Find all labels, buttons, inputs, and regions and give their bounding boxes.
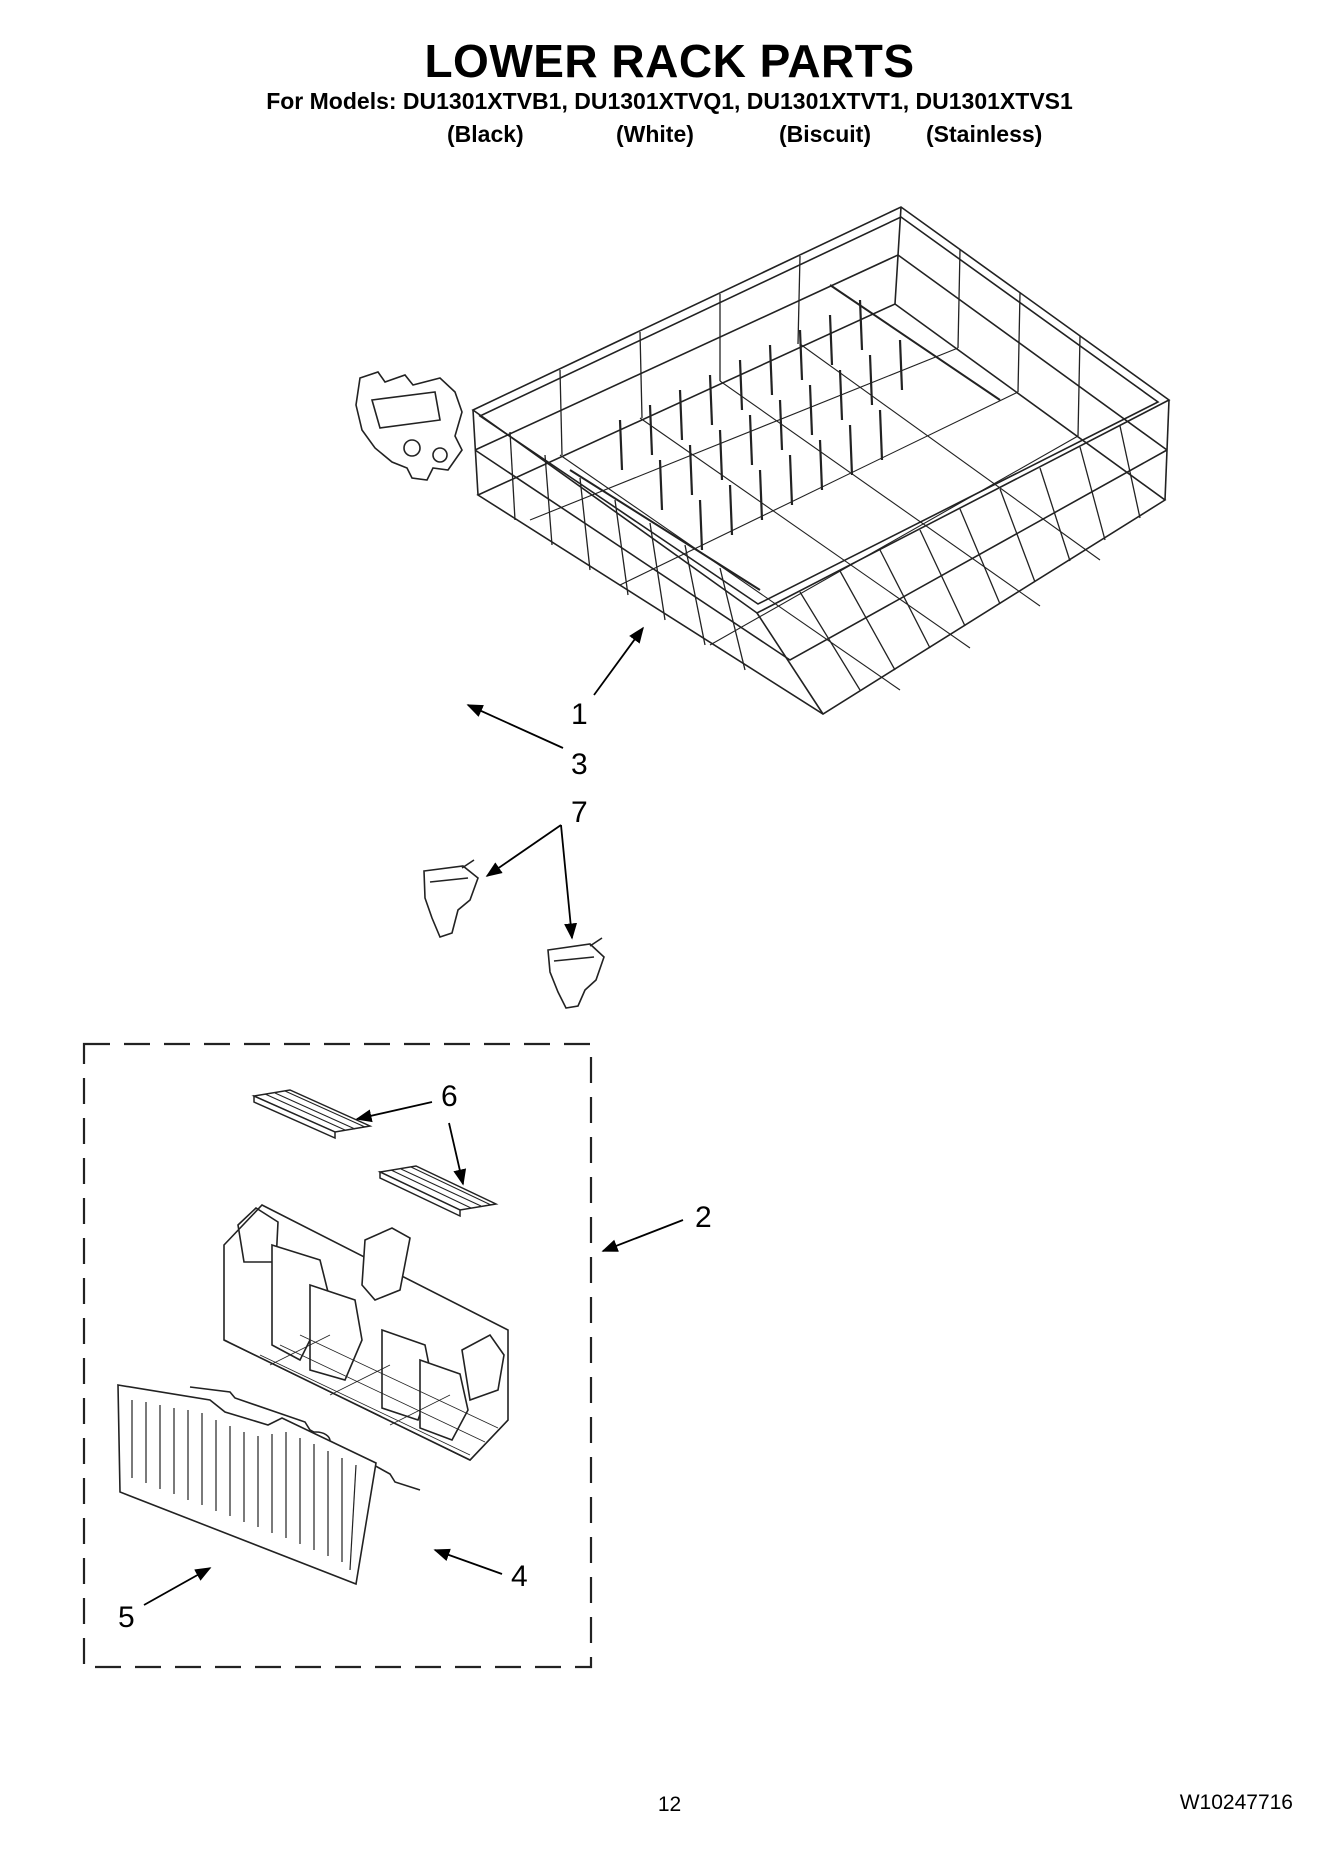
color-white: (White) bbox=[616, 121, 694, 147]
models-line: For Models: DU1301XTVB1, DU1301XTVQ1, DU… bbox=[266, 88, 1073, 114]
callout-2: 2 bbox=[695, 1201, 712, 1234]
leader-5 bbox=[143, 1567, 212, 1606]
leader-4 bbox=[433, 1548, 503, 1575]
clip-left-illustration bbox=[423, 859, 479, 938]
lower-rack-illustration bbox=[471, 206, 1171, 715]
leader-6b bbox=[448, 1122, 467, 1186]
callout-4: 4 bbox=[511, 1560, 528, 1593]
leader-7a bbox=[485, 824, 562, 877]
leader-lines bbox=[143, 626, 684, 1606]
kit-dashed-box bbox=[82, 1042, 593, 1669]
page-number: 12 bbox=[657, 1793, 682, 1816]
callout-7: 7 bbox=[571, 796, 588, 829]
basket-cover-1-illustration bbox=[251, 1089, 373, 1140]
color-stainless: (Stainless) bbox=[926, 121, 1043, 147]
callout-1: 1 bbox=[571, 698, 588, 731]
basket-cover-2-illustration bbox=[377, 1165, 499, 1218]
callout-6: 6 bbox=[441, 1080, 458, 1113]
silverware-basket-illustration bbox=[223, 1204, 509, 1461]
leader-3 bbox=[466, 704, 564, 749]
callout-3: 3 bbox=[571, 748, 588, 781]
document-code: W10247716 bbox=[1179, 1791, 1293, 1814]
basket-divider-panel-illustration bbox=[117, 1384, 377, 1586]
rack-clip-illustration bbox=[355, 371, 463, 481]
leader-2 bbox=[601, 1219, 684, 1252]
clip-right-illustration bbox=[547, 937, 605, 1009]
color-biscuit: (Biscuit) bbox=[779, 121, 871, 147]
callout-5: 5 bbox=[118, 1601, 135, 1634]
color-black: (Black) bbox=[447, 121, 524, 147]
leader-1 bbox=[593, 626, 644, 696]
leader-6a bbox=[355, 1101, 433, 1123]
leader-7b bbox=[560, 824, 578, 940]
page-title: LOWER RACK PARTS bbox=[424, 35, 915, 87]
